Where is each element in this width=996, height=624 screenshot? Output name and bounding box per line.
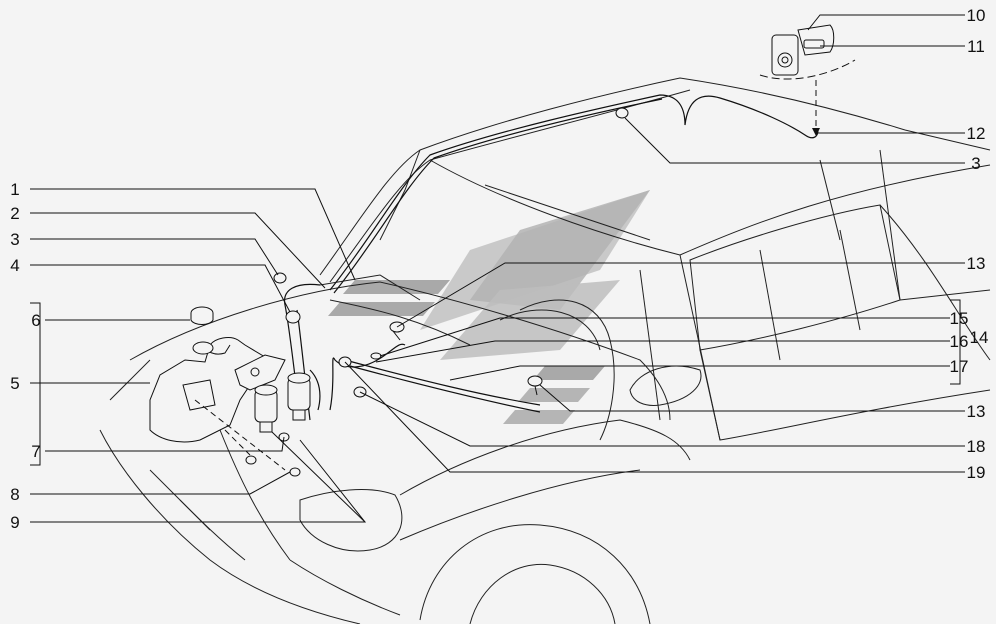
callout-17: 17: [949, 357, 969, 376]
grommet: [289, 467, 301, 477]
callout-10: 10: [966, 6, 986, 25]
callout-5: 5: [10, 374, 20, 393]
callout-3-right: 3: [971, 154, 981, 173]
car-body-outline: [99, 77, 991, 624]
front-washer-nozzle: [389, 321, 405, 341]
rear-washer-nozzle: [771, 24, 835, 76]
callout-7: 7: [31, 442, 41, 461]
clip: [615, 107, 629, 119]
callout-12: 12: [966, 124, 986, 143]
callout-9: 9: [10, 513, 20, 532]
callout-16: 16: [949, 332, 969, 351]
callout-4: 4: [10, 256, 20, 275]
washer-pump-right: [287, 372, 311, 421]
grommet: [245, 455, 257, 465]
callout-8: 8: [10, 485, 20, 504]
washer-pump-left: [254, 384, 278, 433]
clip: [273, 272, 287, 284]
callout-11: 11: [967, 37, 985, 56]
callout-1: 1: [10, 180, 20, 199]
reservoir-bracket: [234, 354, 286, 391]
hose-holder: [285, 310, 301, 324]
callout-6: 6: [31, 311, 41, 330]
callout-18: 18: [966, 437, 986, 456]
callout-2: 2: [10, 204, 20, 223]
callout-13: 13: [966, 254, 986, 273]
assembly-lines: [194, 80, 817, 471]
callout-19: 19: [966, 463, 986, 482]
arrow-head: [812, 128, 820, 136]
front-washer-nozzle: [527, 375, 543, 396]
hose-tee: [370, 352, 382, 360]
reservoir-filler-neck: [192, 341, 214, 355]
callout-3: 3: [10, 230, 20, 249]
callout-15: 15: [949, 309, 969, 328]
washer-components: [149, 24, 856, 477]
leader-lines: [30, 14, 965, 523]
callout-13-lower: 13: [966, 402, 986, 421]
washer-reservoir: [149, 337, 271, 443]
callout-14: 14: [969, 328, 989, 347]
watermark-logo: [328, 190, 650, 424]
